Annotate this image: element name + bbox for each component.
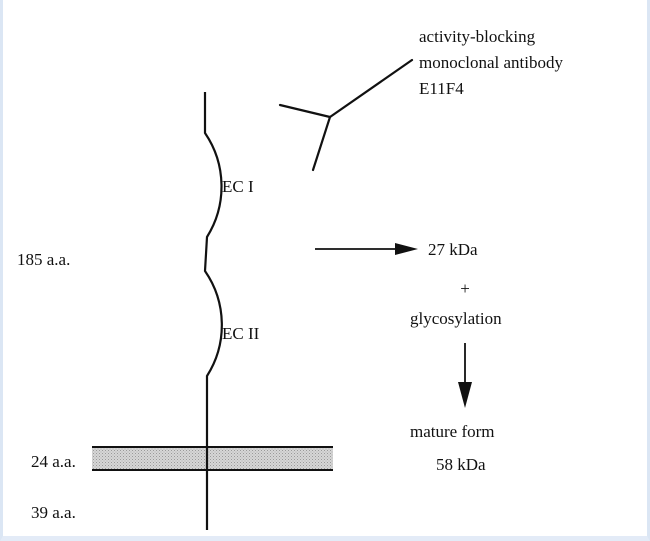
domain-label-ec2: EC II [222,324,260,343]
maturation-arrow [458,343,472,408]
glycosylation-label: glycosylation [410,309,502,328]
transmembrane-length-label: 24 a.a. [31,452,76,471]
extracellular-length-label: 185 a.a. [17,250,71,269]
protein-backbone [203,92,223,530]
product-size-label: 27 kDa [428,240,478,259]
cell-membrane [92,447,333,470]
antibody-label-line3: E11F4 [419,79,464,98]
domain-label-ec1: EC I [222,177,254,196]
processing-arrow [315,243,418,255]
cytoplasmic-length-label: 39 a.a. [31,503,76,522]
mature-size-label: 58 kDa [436,455,486,474]
antibody-icon [278,58,414,172]
plus-sign: + [460,279,470,298]
antibody-label-line1: activity-blocking [419,27,536,46]
mature-form-label: mature form [410,422,495,441]
antibody-label-line2: monoclonal antibody [419,53,564,72]
